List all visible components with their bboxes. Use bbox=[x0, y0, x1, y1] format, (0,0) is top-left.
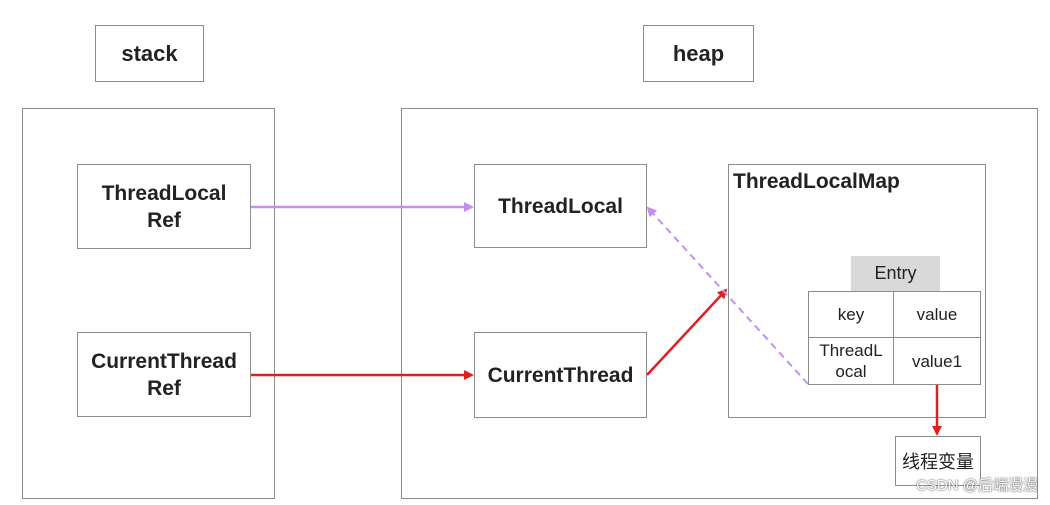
currentthread-node: CurrentThread bbox=[474, 332, 647, 418]
stack-label: stack bbox=[95, 25, 204, 82]
thread-variable-box: 线程变量 bbox=[895, 436, 981, 486]
threadlocal-node: ThreadLocal bbox=[474, 164, 647, 248]
csdn-watermark: CSDN @后端漫漫 bbox=[916, 477, 1038, 494]
threadlocal-ref-node: ThreadLocal Ref bbox=[77, 164, 251, 249]
heap-label: heap bbox=[643, 25, 754, 82]
value-header-cell: value bbox=[893, 291, 981, 338]
currentthread-ref-node: CurrentThread Ref bbox=[77, 332, 251, 417]
threadlocalmap-title: ThreadLocalMap bbox=[733, 170, 900, 193]
value1-cell: value1 bbox=[893, 337, 981, 385]
currentthread-to-map-arrow bbox=[646, 288, 728, 376]
entry-label: Entry bbox=[851, 256, 940, 291]
entry-key-to-threadlocal-arrow bbox=[646, 206, 809, 385]
